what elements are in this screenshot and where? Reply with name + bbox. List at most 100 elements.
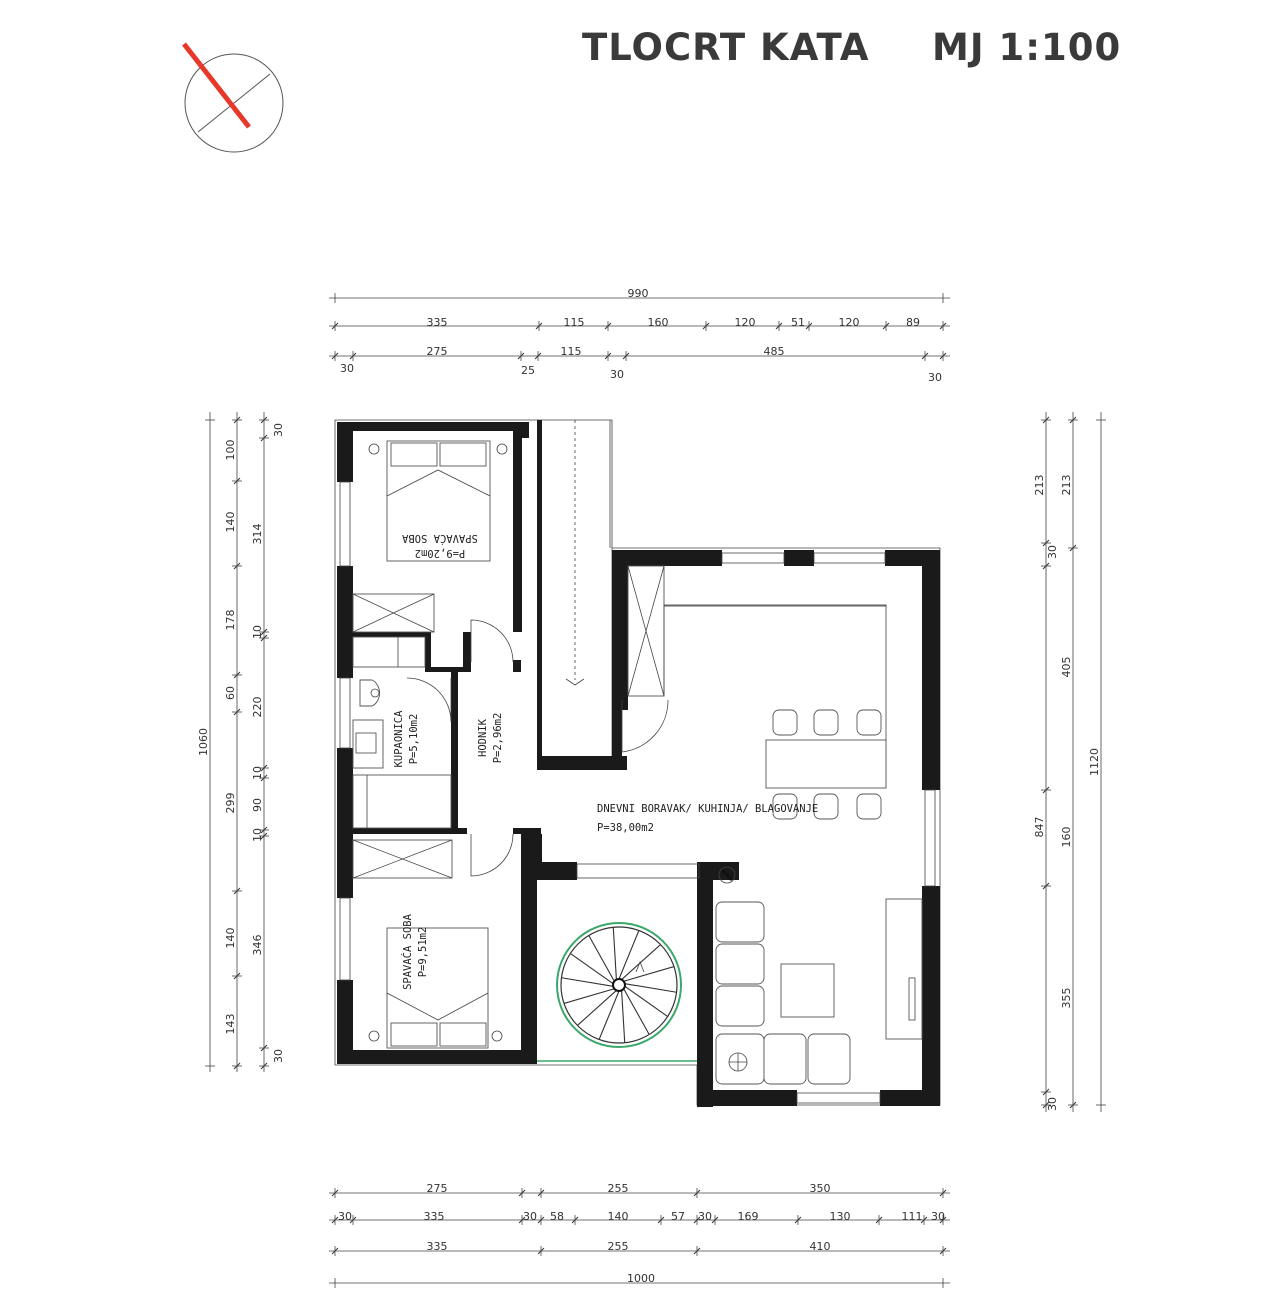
dim-text: 115 <box>564 316 585 329</box>
stair-tread <box>624 985 669 1017</box>
dim-text: 314 <box>251 524 264 545</box>
coffee-table <box>780 963 835 1018</box>
room-area-bedroom-top: P=9,20m2 <box>415 547 466 559</box>
dim-text: 89 <box>906 316 920 329</box>
stair-tread <box>624 983 677 993</box>
dining-table <box>765 709 887 820</box>
dim-text: 30 <box>931 1210 945 1223</box>
dim-text: 30 <box>1046 545 1059 559</box>
dim-text: 58 <box>550 1210 564 1223</box>
room-labels: SPAVAĆA SOBA P=9,20m2 KUPAONICA P=5,10m2… <box>393 532 818 990</box>
dim-text: 10 <box>251 625 264 639</box>
north-arrow-icon <box>182 42 284 153</box>
dim-text: 255 <box>608 1240 629 1253</box>
room-name-bathroom: KUPAONICA <box>393 710 405 768</box>
room-name-hallway: HODNIK <box>477 718 489 757</box>
room-area-hallway: P=2,96m2 <box>492 713 504 764</box>
stair-tread <box>598 990 620 1040</box>
stair-tread <box>569 953 614 985</box>
dim-text: 255 <box>608 1182 629 1195</box>
dim-text: 30 <box>1046 1097 1059 1111</box>
dim-text: 115 <box>561 345 582 358</box>
dim-text: 213 <box>1033 475 1046 496</box>
dim-text: 178 <box>224 610 237 631</box>
top-dimensions: 990 335 115 160 120 51 120 89 275 115 48… <box>329 287 950 384</box>
straight-staircase <box>539 420 611 686</box>
right-dimensions: 213 30 405 160 355 30 213 847 1120 <box>1033 412 1106 1112</box>
tv-unit <box>885 898 923 1040</box>
room-name-bedroom-bottom: SPAVAĆA SOBA <box>401 913 414 990</box>
spiral-staircase <box>556 922 682 1048</box>
dim-text: 130 <box>830 1210 851 1223</box>
dim-text: 140 <box>224 928 237 949</box>
bed-bottom <box>368 927 503 1049</box>
dim-text: 275 <box>427 1182 448 1195</box>
bed-top <box>368 440 508 562</box>
dim-text: 51 <box>791 316 805 329</box>
dim-text: 355 <box>1060 988 1073 1009</box>
dim-text: 1060 <box>197 728 210 756</box>
sofa <box>715 901 851 1085</box>
stair-tread <box>577 989 617 1026</box>
dim-text: 299 <box>224 793 237 814</box>
kitchen <box>627 565 887 786</box>
dim-text: 10 <box>251 766 264 780</box>
stair-tread <box>623 988 650 1035</box>
dim-text: 25 <box>521 364 535 377</box>
left-dimensions: 1060 100 140 178 60 299 140 143 314 220 … <box>197 412 285 1072</box>
dim-text: 140 <box>224 512 237 533</box>
dim-text: 169 <box>738 1210 759 1223</box>
dim-text: 120 <box>839 316 860 329</box>
dim-text: 30 <box>698 1210 712 1223</box>
room-area-living: P=38,00m2 <box>597 822 654 834</box>
room-name-living: DNEVNI BORAVAK/ KUHINJA/ BLAGOVANJE <box>597 803 818 815</box>
stair-tread <box>623 966 675 982</box>
dim-text: 30 <box>610 368 624 381</box>
dim-text: 350 <box>810 1182 831 1195</box>
dim-text: 30 <box>272 1049 285 1063</box>
dim-text: 140 <box>608 1210 629 1223</box>
stair-tread <box>621 990 626 1043</box>
dim-text: 30 <box>928 371 942 384</box>
dim-text: 30 <box>272 423 285 437</box>
dim-text: 111 <box>902 1210 923 1223</box>
dim-text: 275 <box>427 345 448 358</box>
stair-tread <box>561 977 614 987</box>
dim-text: 847 <box>1033 817 1046 838</box>
dim-text: 120 <box>735 316 756 329</box>
dim-text: 405 <box>1060 657 1073 678</box>
bottom-dimensions: 275 255 350 30 335 30 58 140 57 30 169 1… <box>329 1182 950 1288</box>
room-name-bedroom-top: SPAVAĆA SOBA <box>401 532 478 545</box>
dim-text: 485 <box>764 345 785 358</box>
doors <box>406 619 669 877</box>
fireplace-icon <box>718 866 736 884</box>
dim-text: 213 <box>1060 475 1073 496</box>
bathroom-fixtures <box>352 636 452 829</box>
dim-text: 160 <box>648 316 669 329</box>
dim-text: 335 <box>427 1240 448 1253</box>
dim-text: 346 <box>251 935 264 956</box>
stair-tread <box>621 944 661 981</box>
stair-tread <box>588 935 615 982</box>
dim-text: 143 <box>224 1014 237 1035</box>
dim-text: 1000 <box>627 1272 655 1285</box>
wardrobe-bottom <box>352 839 453 879</box>
wardrobe-top <box>352 593 435 633</box>
dim-text: 57 <box>671 1210 685 1223</box>
room-area-bedroom-bottom: P=9,51m2 <box>417 927 429 978</box>
dim-text: 30 <box>338 1210 352 1223</box>
drawing-scale: MJ 1:100 <box>932 26 1122 69</box>
stair-tread <box>618 930 640 980</box>
dim-text: 30 <box>523 1210 537 1223</box>
dim-text: 10 <box>251 828 264 842</box>
dim-text: 990 <box>628 287 649 300</box>
dim-text: 335 <box>424 1210 445 1223</box>
room-area-bathroom: P=5,10m2 <box>408 714 420 765</box>
dim-text: 410 <box>810 1240 831 1253</box>
dim-text: 100 <box>224 440 237 461</box>
dim-text: 60 <box>224 686 237 700</box>
stair-tread <box>612 927 617 980</box>
dim-text: 160 <box>1060 827 1073 848</box>
walls <box>337 420 940 1107</box>
